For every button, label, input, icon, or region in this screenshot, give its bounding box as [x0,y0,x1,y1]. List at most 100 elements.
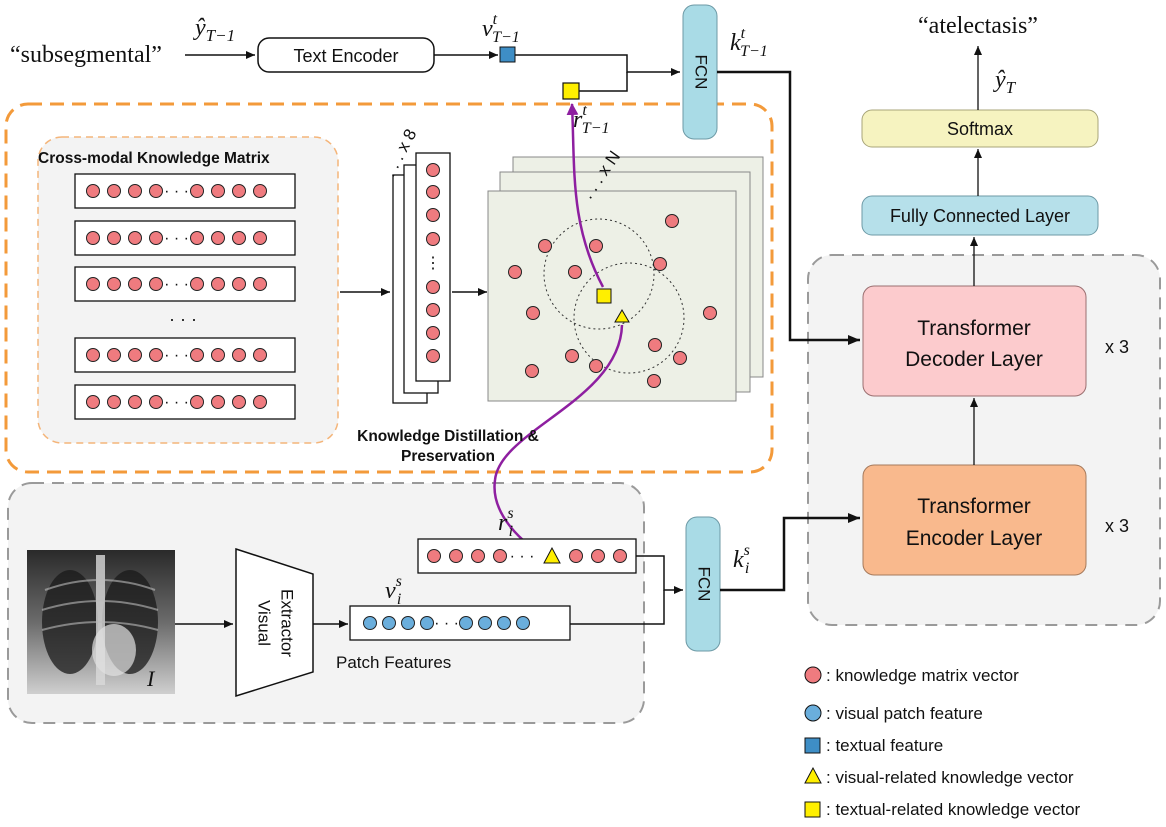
legend-item-patch: : visual patch feature [826,704,983,723]
cloud-dot [508,265,522,279]
retrieved-ellipsis: · · · [510,548,535,565]
fcn-bottom-label: FCN [695,567,714,602]
retrieved-dot [493,549,507,563]
row-dot [107,277,121,291]
legend-item-textual-knowledge: : textual-related knowledge vector [826,800,1081,819]
fcn-bottom-block [685,516,721,652]
knowledge-to-fcn-line [579,72,628,92]
row-dot [149,231,163,245]
distillation-label-line2: Preservation [401,448,495,465]
textual-feature-square [499,46,516,63]
cloud-dot [525,364,539,378]
visual-retrieval-curve [493,324,624,558]
patch-row-to-fcn-line [570,590,665,625]
xray-image [27,550,175,694]
row-dot [253,231,267,245]
row-dot [232,348,246,362]
row-dot [382,616,396,630]
legend-item-visual-knowledge: : visual-related knowledge vector [826,768,1074,787]
softmax-block [861,109,1099,148]
decoder-label-1: Transformer [917,317,1031,340]
row-dot [211,348,225,362]
retrieved-dot [591,549,605,563]
cloud-dot [565,349,579,363]
row-dot [190,348,204,362]
row-dot [253,277,267,291]
row-dot [211,395,225,409]
cluster-circle-visual [573,262,685,374]
row-dot [128,231,142,245]
row-dot [149,348,163,362]
row-dot [149,184,163,198]
legend-item-textual: : textual feature [826,736,943,755]
feature-to-fcn-line [515,54,680,76]
row-dot [211,277,225,291]
row-dot [149,277,163,291]
cloud-dot [538,239,552,253]
row-dot [107,395,121,409]
cloud-dot [526,306,540,320]
stack-dot [426,232,440,246]
dot-ellipsis: · · · [164,347,189,364]
cloud-dot [568,265,582,279]
cloud-dot [589,359,603,373]
row-dot [86,395,100,409]
stack-dot [426,208,440,222]
row-dot [420,616,434,630]
decoder-multiplier: x 3 [1105,337,1129,357]
row-dot [363,616,377,630]
row-dot [190,231,204,245]
cloud-dots [508,214,717,388]
row-dot [232,231,246,245]
row-dot [190,277,204,291]
row-dot [190,395,204,409]
cloud-visual-triangle [614,309,630,323]
retrieved-dot [569,549,583,563]
visual-extractor-label-2: Extractor [278,589,297,657]
softmax-label: Softmax [947,119,1013,139]
dot-ellipsis: · · · [164,183,189,200]
row-dot [253,348,267,362]
patch-features-label: Patch Features [336,653,451,672]
textual-knowledge-square [562,82,580,100]
row-dot [211,231,225,245]
dot-ellipsis: · · · [164,394,189,411]
matrix-rows: · · ·· · ·· · ·· · ·· · · [74,173,296,420]
row-dot [128,395,142,409]
row-dot [128,348,142,362]
cloud-dot [673,351,687,365]
cloud-dot [665,214,679,228]
row-dot [86,231,100,245]
row-dot [401,616,415,630]
row-dot [211,184,225,198]
cloud-dot [648,338,662,352]
cloud-dot [647,374,661,388]
row-dot [128,184,142,198]
y-t-math: ŷT [993,67,1017,97]
cloud-dot [589,239,603,253]
patch-dots: · · · [363,615,530,632]
text-retrieval-curve [566,103,605,288]
row-dot [232,395,246,409]
y-prev-math: ŷT−1 [193,15,235,45]
row-dot [253,184,267,198]
stack-dots: ⋮ [425,163,441,363]
fully-connected-label: Fully Connected Layer [890,206,1070,226]
text-encoder-label: Text Encoder [293,46,398,66]
retrieved-dot [471,549,485,563]
output-word: “atelectasis” [918,13,1038,39]
legend: : knowledge matrix vector : visual patch… [804,666,1081,819]
retrieved-dot [427,549,441,563]
row-dot [128,277,142,291]
row-dot [232,184,246,198]
fcn-to-decoder-line [717,70,860,345]
legend-triangle-yellow-icon [804,766,822,784]
knowledge-row-to-fcn-line [636,555,683,594]
stack-dot [426,303,440,317]
image-label: I [146,666,156,691]
